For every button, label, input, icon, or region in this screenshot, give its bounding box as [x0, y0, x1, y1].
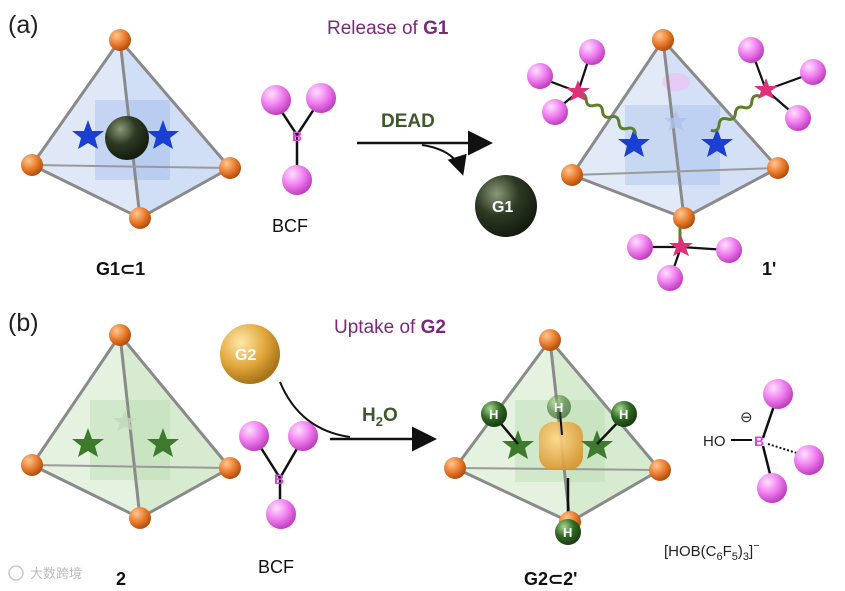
negative-charge: ⊖: [740, 409, 753, 426]
green-star-p-left: [502, 430, 534, 459]
cage-g2-product: [444, 329, 671, 533]
arrow-label-b: H2O: [362, 405, 398, 429]
bcf-molecule-a: B: [261, 83, 336, 195]
anion-formula-s3: 3: [743, 551, 749, 563]
green-star-p-right: [581, 430, 613, 459]
arrow-label-b-o: O: [383, 405, 398, 426]
arrow-label-b-sub: 2: [376, 414, 383, 429]
reagent-label-a: BCF: [272, 216, 308, 236]
hydrogen-label-left: H: [489, 407, 498, 422]
anion-formula: [HOB(C6F5)3]−: [664, 540, 760, 563]
released-guest-g1: [475, 175, 537, 237]
hydrogen-atom-top: H: [547, 395, 571, 419]
host-label-2: 2: [116, 569, 126, 589]
panel-a-title: Release of G1: [327, 18, 449, 39]
release-curve-arrow: [421, 144, 467, 176]
anion-formula-sup: −: [753, 540, 759, 552]
panel-b-letter: (b): [8, 309, 39, 337]
hydrogen-label-right: H: [619, 407, 628, 422]
panel-b-title-guest: G2: [421, 317, 446, 338]
product-label-a: 1': [762, 259, 776, 279]
watermark: 大数跨境: [8, 565, 82, 582]
blue-star-left: [72, 120, 104, 149]
panel-b-title-prefix: Uptake of: [334, 317, 421, 338]
bcf-molecule-b: B: [239, 421, 318, 529]
host-label-g1: G1⊂1: [96, 259, 145, 279]
blue-star-right: [147, 120, 179, 149]
anion-formula-p4: ]: [749, 543, 753, 560]
bcf-adduct-right: [738, 37, 826, 131]
boron-atom-anion: B: [754, 433, 764, 449]
watermark-text: 大数跨境: [30, 567, 82, 582]
product-label-b: G2⊂2': [524, 569, 577, 589]
panel-b-title: Uptake of G2: [334, 317, 446, 338]
panel-a-letter: (a): [8, 11, 39, 39]
incoming-guest-label: G2: [235, 347, 256, 364]
green-star-right: [147, 428, 179, 457]
cage-empty-product: [561, 29, 789, 243]
panel-a-title-guest: G1: [423, 18, 449, 39]
incoming-guest-g2: [220, 324, 280, 384]
linker-left: [577, 92, 637, 135]
bcf-adduct-left: [527, 39, 605, 125]
hydrogen-atom-bottom: H: [555, 519, 581, 545]
panel-a-title-prefix: Release of: [327, 18, 423, 39]
anion-formula-p1: [HOB(C: [664, 543, 717, 560]
boron-atom-a: B: [292, 128, 302, 144]
borate-anion: HO B ⊖: [703, 379, 824, 503]
anion-formula-p3: ): [738, 543, 743, 560]
blue-star-p-right: [701, 128, 733, 157]
guest-g2-inside: [539, 422, 583, 470]
hydroxy-group: HO: [703, 433, 726, 450]
released-guest-label: G1: [492, 199, 513, 216]
boron-atom-b: B: [274, 471, 284, 487]
arrow-label-a: DEAD: [381, 111, 435, 132]
hydrogen-atom-left: H: [481, 401, 507, 427]
hydrogen-label-bottom: H: [563, 525, 572, 540]
cage-host-2: [21, 324, 241, 529]
anion-formula-p2: F: [723, 543, 732, 560]
linker-right: [710, 94, 761, 133]
anion-formula-s1: 6: [717, 551, 723, 563]
bcf-adduct-bottom: [627, 234, 742, 291]
guest-g1-inside: [105, 116, 149, 160]
uptake-curve: [279, 381, 351, 438]
blue-star-p-left: [618, 128, 650, 157]
arrow-label-b-h: H: [362, 405, 376, 426]
green-star-left: [72, 428, 104, 457]
anion-formula-s2: 5: [732, 551, 738, 563]
reagent-label-b: BCF: [258, 557, 294, 577]
cage-g1-host: [21, 29, 241, 229]
hydrogen-atom-right: H: [611, 401, 637, 427]
hydrogen-label-top: H: [554, 400, 563, 415]
